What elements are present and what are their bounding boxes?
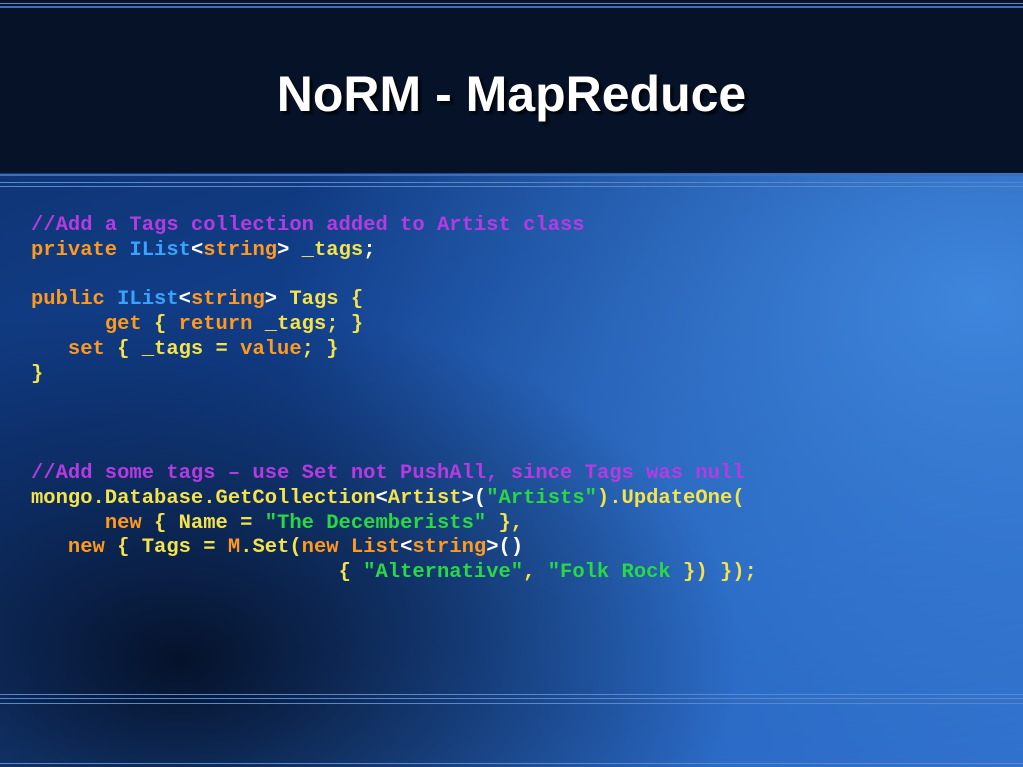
code-token: return <box>178 313 265 337</box>
code-token: Artist <box>387 486 462 510</box>
code-token: public <box>31 288 118 312</box>
code-token: private <box>31 238 130 262</box>
footer-rule-2 <box>0 698 1023 699</box>
code-token: >( <box>461 486 487 510</box>
code-token: new <box>104 511 155 535</box>
code-line: get { return _tags; } <box>31 313 757 338</box>
code-token: .Set( <box>240 536 302 560</box>
code-token: string <box>203 238 278 262</box>
code-token: M <box>227 536 241 560</box>
code-token: }, <box>486 511 524 535</box>
code-token: , <box>523 561 548 585</box>
footer-rule-3 <box>0 703 1023 704</box>
header-top-rule <box>0 3 1023 4</box>
code-token <box>31 536 68 559</box>
code-token: ; } <box>301 337 339 361</box>
code-token: _tags <box>301 238 364 262</box>
header-bottom-rule-2 <box>0 182 1023 183</box>
code-line: //Add some tags – use Set not PushAll, s… <box>31 462 757 487</box>
code-token: > <box>277 238 302 262</box>
code-token: { _tags = <box>117 337 241 361</box>
code-token: }) }); <box>670 561 757 585</box>
code-line: { "Alternative", "Folk Rock }) }); <box>31 561 757 586</box>
code-blank-line <box>31 412 757 437</box>
code-blank-line <box>31 264 757 289</box>
code-token: } <box>31 362 44 386</box>
code-blank-line <box>31 437 757 462</box>
code-token: < <box>375 486 388 510</box>
code-token: value <box>240 337 302 361</box>
code-line: private IList<string> _tags; <box>31 239 757 264</box>
code-token: IList <box>117 288 179 312</box>
code-token: < <box>400 536 413 560</box>
slide-title: NoRM - MapReduce <box>276 66 747 122</box>
code-token: IList <box>129 238 191 262</box>
code-line: //Add a Tags collection added to Artist … <box>31 214 757 239</box>
code-token: _tags; } <box>264 313 364 337</box>
code-token: < <box>178 288 191 312</box>
code-line: mongo.Database.GetCollection<Artist>("Ar… <box>31 487 757 512</box>
code-token: set <box>67 337 118 361</box>
header-bottom-rule <box>0 174 1023 176</box>
code-token: "Alternative" <box>363 561 524 585</box>
code-line: new { Tags = M.Set(new List<string>() <box>31 536 757 561</box>
code-token: new <box>301 536 351 560</box>
code-token: < <box>190 238 204 262</box>
code-token: new <box>67 536 118 560</box>
code-block: //Add a Tags collection added to Artist … <box>31 214 757 586</box>
code-line: public IList<string> Tags { <box>31 288 757 313</box>
code-token: List <box>350 536 401 560</box>
header-top-rule-2 <box>0 6 1023 8</box>
code-token: ).UpdateOne( <box>596 486 745 510</box>
code-token: { Name = <box>154 511 265 535</box>
code-token: { <box>338 561 364 585</box>
code-token: //Add a Tags collection added to Artist … <box>31 214 585 237</box>
code-token: mongo.Database.GetCollection <box>31 486 376 510</box>
code-token: > <box>264 288 290 312</box>
code-token: //Add some tags – use Set not PushAll, s… <box>31 461 745 485</box>
code-blank-line <box>31 388 757 413</box>
code-line: } <box>31 363 757 388</box>
code-token: string <box>412 536 487 560</box>
code-token <box>31 512 105 535</box>
footer-bottom-rule <box>0 763 1023 764</box>
code-token: get <box>104 313 155 337</box>
code-token: "Folk Rock <box>547 561 671 585</box>
code-token <box>31 561 339 584</box>
code-token: >() <box>486 536 524 560</box>
code-token: Tags { <box>289 288 364 312</box>
code-token: { Tags = <box>117 536 228 560</box>
code-token <box>31 338 68 361</box>
code-token: { <box>154 313 179 337</box>
code-token: "Artists" <box>486 486 597 510</box>
code-token: string <box>190 288 265 312</box>
code-token: "The Decemberists" <box>264 511 487 535</box>
code-line: set { _tags = value; } <box>31 338 757 363</box>
header-bottom-rule-3 <box>0 186 1023 187</box>
code-line: new { Name = "The Decemberists" }, <box>31 512 757 537</box>
code-token: ; <box>363 238 376 262</box>
code-token <box>31 313 105 336</box>
footer-rule-1 <box>0 694 1023 695</box>
slide-header <box>0 0 1023 173</box>
